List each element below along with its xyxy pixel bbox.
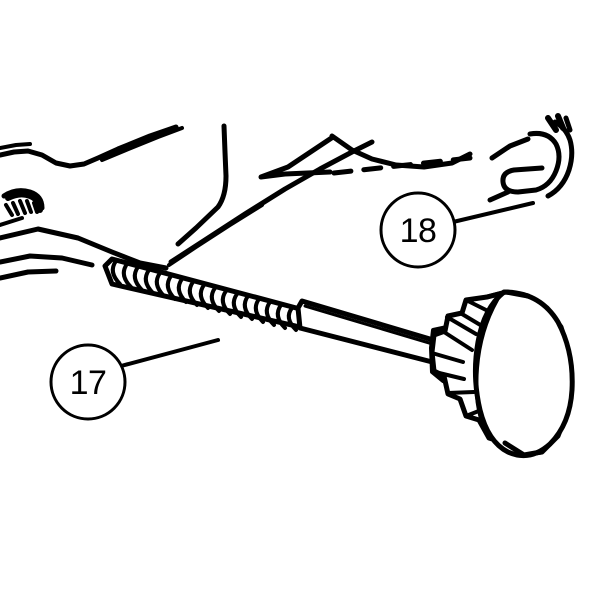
thread-ridges — [110, 259, 298, 332]
callout-18-label: 18 — [400, 212, 437, 250]
callout-17-circle[interactable] — [49, 343, 127, 421]
frame-line-left-d — [0, 216, 24, 227]
bracket-arm-upper-left-edge — [0, 142, 32, 150]
frame-post-vertical — [175, 123, 229, 247]
adjacent-assembly-group — [0, 113, 575, 281]
callout-18-group[interactable]: 18 — [379, 191, 535, 269]
callout-18-circle[interactable] — [379, 191, 457, 269]
callout-17-leader-line — [119, 338, 220, 368]
wire-hook-clip — [487, 113, 575, 203]
hidden-edge-dashed — [331, 155, 473, 176]
callout-18-leader-line — [451, 201, 535, 224]
frame-line-left-b — [0, 253, 95, 268]
wedge-bracket-upper — [258, 134, 336, 180]
frame-line-left-a — [0, 226, 169, 271]
knob-face-inner-contour — [474, 298, 499, 434]
frame-rail-diagonal-lower — [167, 203, 264, 267]
plain-shank-highlight — [303, 304, 438, 347]
bracket-arm-upper-left-inner — [100, 126, 184, 162]
coil-spring-end — [1, 188, 45, 217]
knob-top-ridge — [484, 289, 531, 300]
bracket-arm-upper-left — [0, 124, 179, 169]
callout-17-group[interactable]: 17 — [49, 338, 220, 421]
knob-bottom-ridge — [502, 440, 544, 458]
thumbscrew-knob-bolt — [102, 256, 575, 459]
callout-17-label: 17 — [70, 364, 107, 402]
frame-line-left-c — [0, 268, 59, 281]
